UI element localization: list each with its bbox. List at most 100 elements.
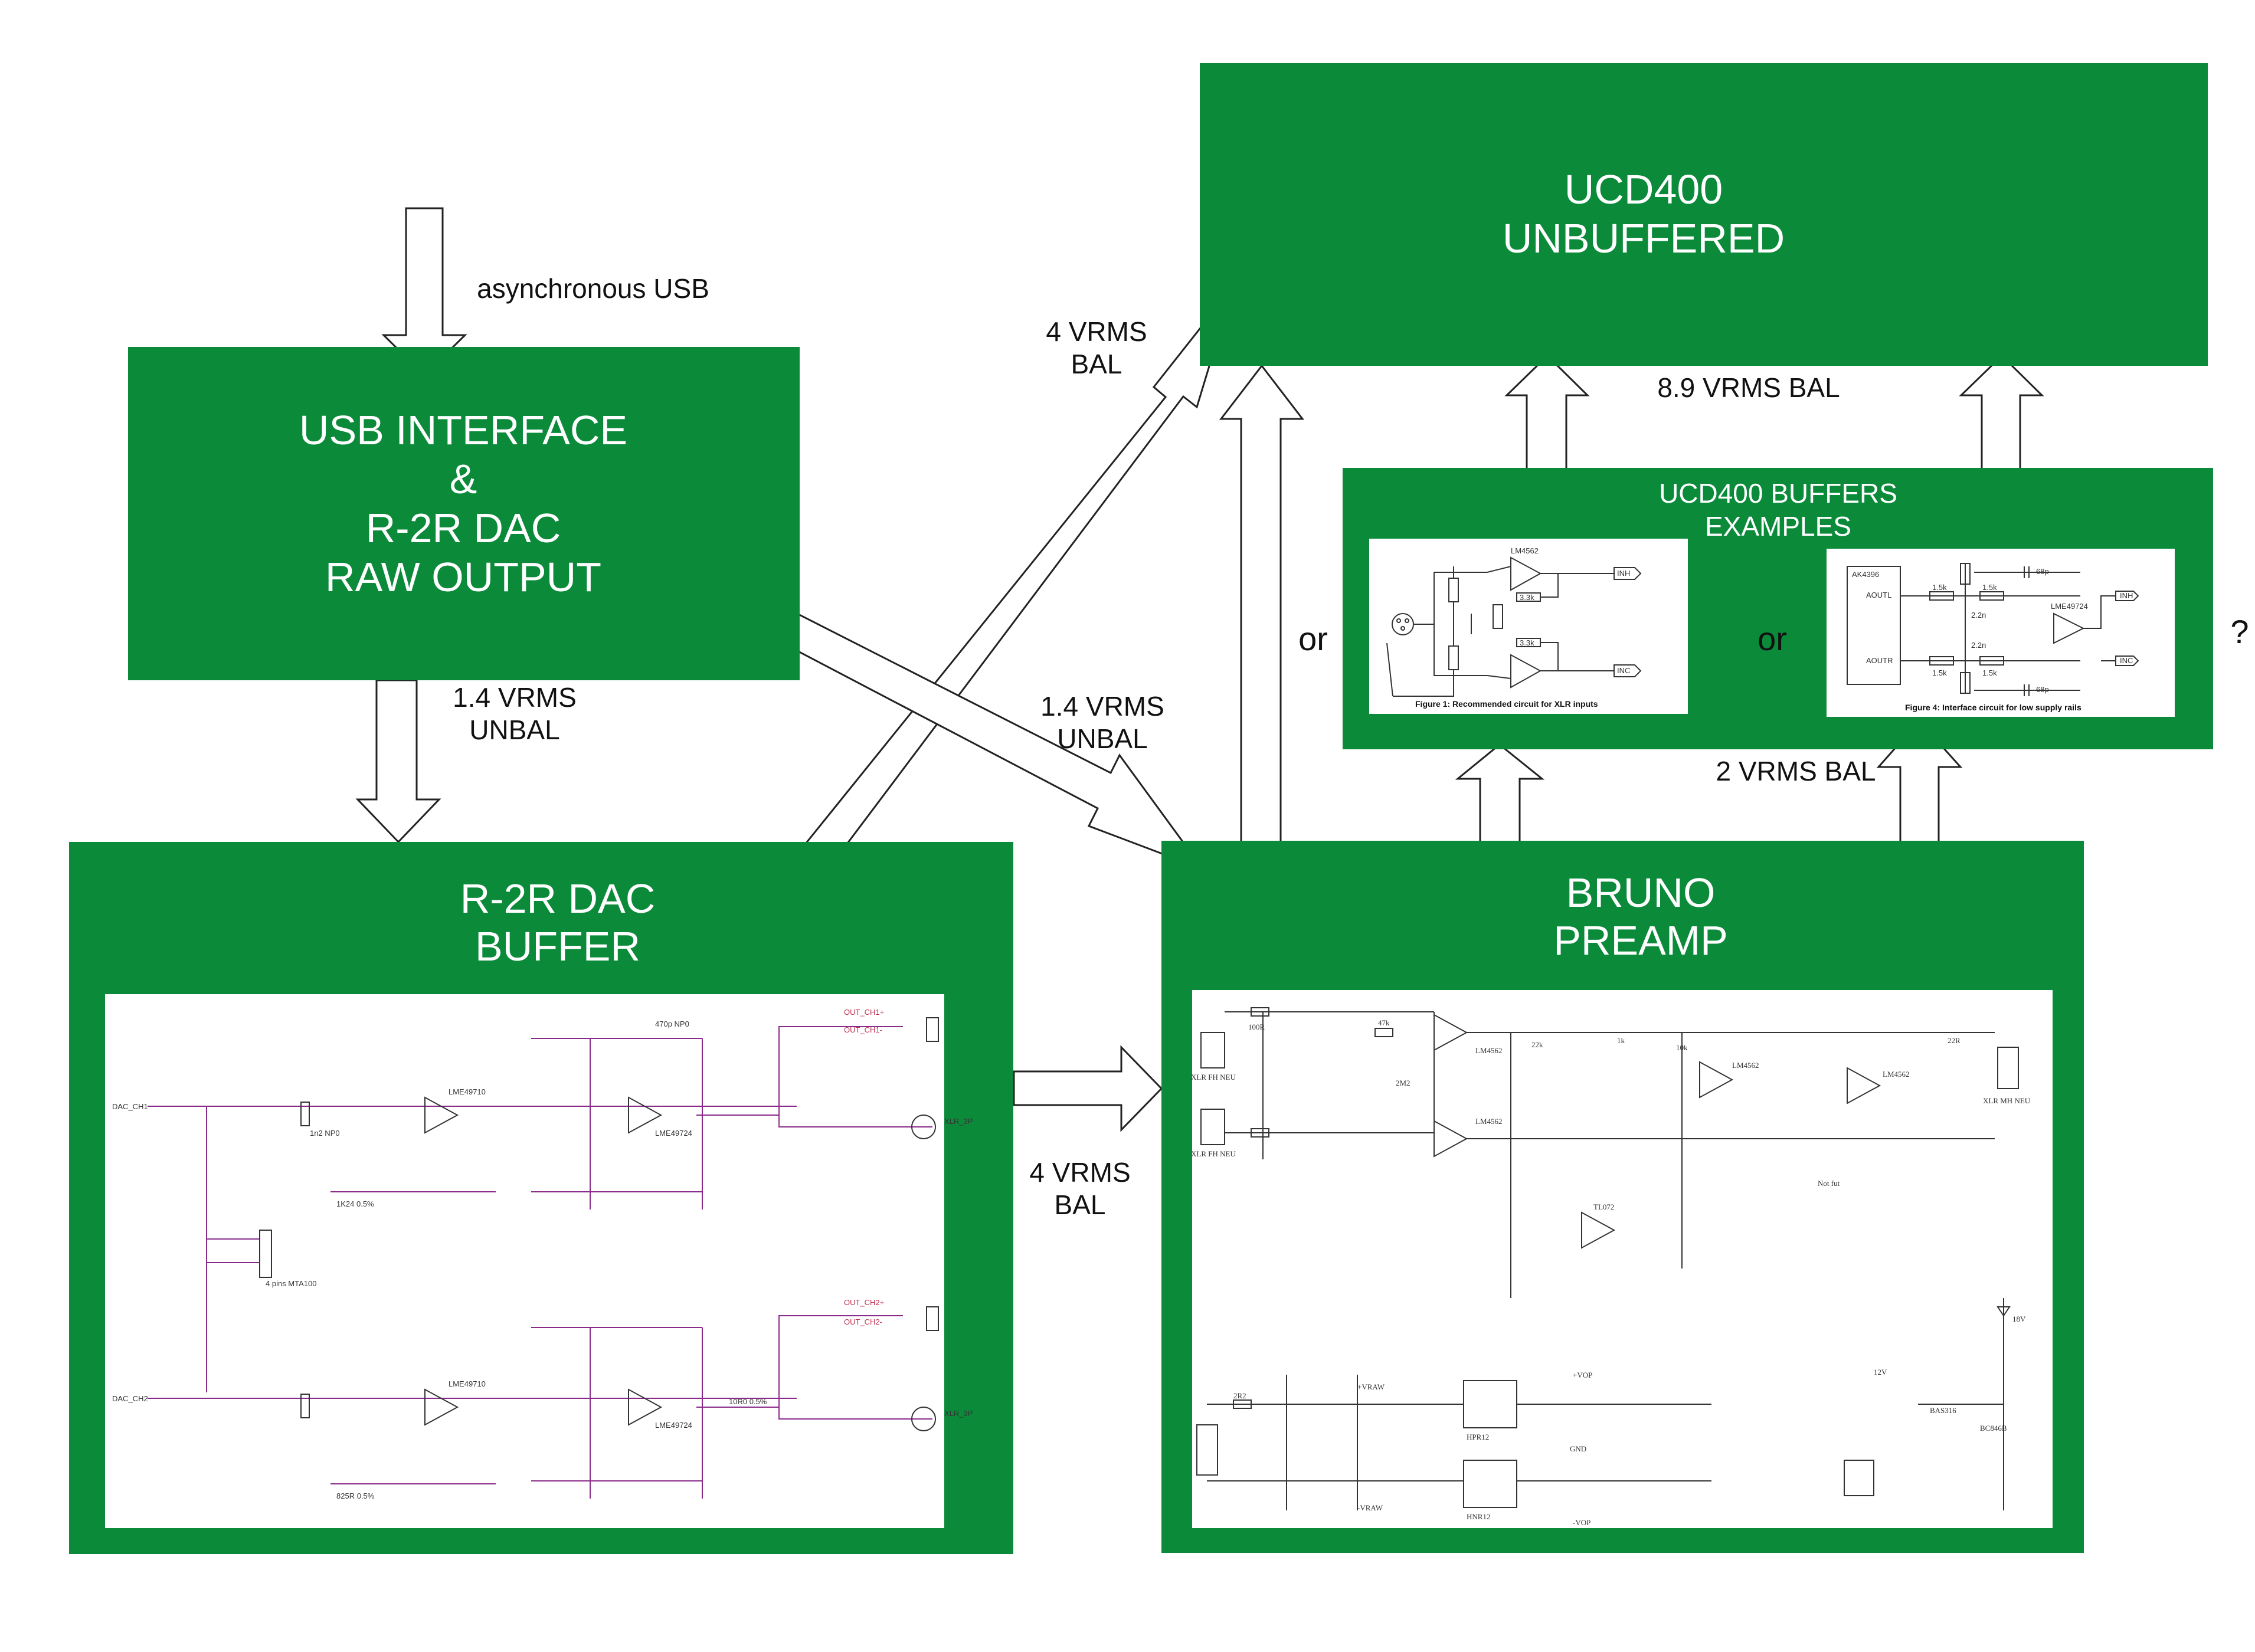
bruno-r3: 2M2 xyxy=(1396,1079,1410,1087)
bruno-preamp-block: BRUNO PREAMP xyxy=(1161,841,2084,1553)
dac-out1p: OUT_CH1+ xyxy=(844,1008,884,1017)
bruno-reg2: HNR12 xyxy=(1467,1512,1490,1521)
dac-connector: 4 pins MTA100 xyxy=(266,1279,316,1288)
bruno-r7: 22R xyxy=(1948,1036,1961,1045)
bruno-zener: 18V xyxy=(2012,1315,2026,1323)
ucd-buffers-title-line1: UCD400 BUFFERS xyxy=(1659,478,1897,509)
bruno-vop-pos: +VOP xyxy=(1573,1371,1592,1379)
bruno-circuit: XLR FH NEU XLR FH NEU 100R LM4562 LM4562… xyxy=(1191,1007,2031,1527)
ex-right-outp: INH xyxy=(2120,591,2133,600)
bruno-chip4: LM4562 xyxy=(1883,1070,1910,1079)
ucd400-title-line2: UNBUFFERED xyxy=(1503,215,1785,261)
ex-left-outn: INC xyxy=(1617,666,1630,675)
usb-out-label-line2: UNBAL xyxy=(469,714,559,745)
ucd400-title-line1: UCD400 xyxy=(1565,166,1723,212)
bruno-to-ucd-arrow xyxy=(1219,364,1305,901)
bruno-conn2: XLR FH NEU xyxy=(1191,1149,1236,1158)
bruno-transistor: BC846B xyxy=(1980,1424,2007,1433)
or-label-2: or xyxy=(1757,620,1787,657)
ex-right-r3: 1.5k xyxy=(1932,668,1947,677)
ex-right-c2: 2.2n xyxy=(1971,611,1986,620)
dac-xlr1: XLR_3P xyxy=(944,1117,973,1126)
dac-res2: 825R 0.5% xyxy=(336,1492,375,1500)
usb-out-label-line1: 1.4 VRMS xyxy=(453,682,577,713)
dac-buffer-title-line1: R-2R DAC xyxy=(460,876,656,922)
dac-opamp2: LME49724 xyxy=(655,1129,692,1138)
ex-right-c1: 68p xyxy=(2036,567,2049,576)
bruno-vop-neg: -VOP xyxy=(1573,1518,1590,1527)
ex-left-outp: INH xyxy=(1617,569,1630,578)
ex-right-pinn: AOUTR xyxy=(1866,656,1893,665)
ex-right-r1: 1.5k xyxy=(1932,583,1947,592)
dac-xlr2: XLR_3P xyxy=(944,1409,973,1418)
usb-to-bruno-label-line1: 1.4 VRMS xyxy=(1040,691,1164,722)
example-left-panel xyxy=(1369,539,1688,714)
buffers-to-ucd-label: 8.9 VRMS BAL xyxy=(1657,372,1840,403)
bruno-r4: 22k xyxy=(1531,1040,1543,1049)
dac-res3: 10R0 0.5% xyxy=(729,1397,767,1406)
ex-right-r2: 1.5k xyxy=(1982,583,1997,592)
bruno-schematic xyxy=(1192,990,2053,1528)
dac-in-ch2: DAC_CH2 xyxy=(112,1394,148,1403)
bruno-notfit: Not fut xyxy=(1818,1179,1840,1188)
ex-left-chip: LM4562 xyxy=(1511,546,1539,555)
bruno-r1: 100R xyxy=(1248,1022,1265,1031)
dac-opamp4: LME49724 xyxy=(655,1421,692,1430)
usb-title-line2: & xyxy=(450,456,477,502)
bruno-title-line1: BRUNO xyxy=(1566,870,1716,916)
ucd400-buffers-block: UCD400 BUFFERS EXAMPLES xyxy=(1343,468,2213,749)
question-label: ? xyxy=(2230,613,2249,650)
dac-res1: 1K24 0.5% xyxy=(336,1199,374,1208)
dac-out2p: OUT_CH2+ xyxy=(844,1298,884,1307)
dac-buffer-title-line2: BUFFER xyxy=(475,923,640,969)
bruno-r5: 1k xyxy=(1617,1036,1625,1045)
bruno-chip5: TL072 xyxy=(1593,1202,1614,1211)
usb-title-line1: USB INTERFACE xyxy=(299,407,627,453)
ucd-buffers-title-line2: EXAMPLES xyxy=(1705,511,1851,542)
dac-buffer-circuit: DAC_CH1 LME49710 LME49724 XLR_3P OUT_CH1… xyxy=(112,1008,973,1500)
ex-right-dac: AK4396 xyxy=(1852,570,1879,579)
usb-to-buffer-arrow xyxy=(355,679,441,844)
async-usb-label: asynchronous USB xyxy=(477,273,709,304)
usb-interface-block: USB INTERFACE & R-2R DAC RAW OUTPUT xyxy=(128,347,800,680)
ucd400-block: UCD400 UNBUFFERED xyxy=(1200,63,2208,366)
example-right-circuit: AK4396 AOUTL AOUTR 1.5k 1.5k 1.5k 1.5k 6… xyxy=(1847,563,2139,712)
example-left-circuit: LM4562 INH INC 3.3k 3.3k Figure 1: Recom… xyxy=(1386,546,1642,709)
dac-opamp3: LME49710 xyxy=(449,1379,486,1388)
ex-right-outn: INC xyxy=(2120,656,2133,665)
bruno-chip3: LM4562 xyxy=(1732,1061,1759,1070)
ex-left-r4: 3.3k xyxy=(1520,638,1534,647)
ex-left-r3: 3.3k xyxy=(1520,593,1534,602)
dac-buffer-block: R-2R DAC BUFFER xyxy=(69,842,1013,1554)
ex-right-chip: LME49724 xyxy=(2051,602,2088,611)
usb-title-line3: R-2R DAC xyxy=(366,505,561,551)
bruno-title-line2: PREAMP xyxy=(1553,917,1728,963)
bruno-r8: 2R2 xyxy=(1233,1391,1246,1400)
example-right-panel xyxy=(1827,549,2175,717)
ex-right-r4: 1.5k xyxy=(1982,668,1997,677)
dac-opamp1: LME49710 xyxy=(449,1087,486,1096)
bruno-relay-v: 12V xyxy=(1874,1368,1887,1376)
dac-out2n: OUT_CH2- xyxy=(844,1317,882,1326)
bruno-vraw-pos: +VRAW xyxy=(1357,1382,1385,1391)
buf-to-bruno-label-line1: 4 VRMS xyxy=(1029,1157,1130,1188)
bruno-gnd: GND xyxy=(1570,1444,1586,1453)
bruno-chip1: LM4562 xyxy=(1475,1046,1503,1055)
buf-to-ucd-label-line2: BAL xyxy=(1071,349,1122,379)
dac-buffer-schematic xyxy=(105,994,944,1528)
ex-left-caption: Figure 1: Recommended circuit for XLR in… xyxy=(1415,699,1598,709)
buffer-to-bruno-arrow xyxy=(1013,1045,1163,1132)
bruno-r2: 47k xyxy=(1378,1018,1390,1027)
buf-to-ucd-label-line1: 4 VRMS xyxy=(1046,316,1147,347)
bruno-r6: 10k xyxy=(1676,1043,1688,1052)
bruno-diode: BAS316 xyxy=(1930,1406,1956,1415)
dac-out1n: OUT_CH1- xyxy=(844,1025,882,1034)
dac-cap1: 1n2 NP0 xyxy=(310,1129,340,1138)
usb-to-bruno-label-line2: UNBAL xyxy=(1057,723,1147,754)
ex-right-c4: 68p xyxy=(2036,685,2049,694)
bruno-to-buffers-label: 2 VRMS BAL xyxy=(1716,756,1876,786)
bruno-reg1: HPR12 xyxy=(1467,1433,1489,1441)
ex-right-c3: 2.2n xyxy=(1971,641,1986,650)
buf-to-bruno-label-line2: BAL xyxy=(1055,1189,1106,1220)
